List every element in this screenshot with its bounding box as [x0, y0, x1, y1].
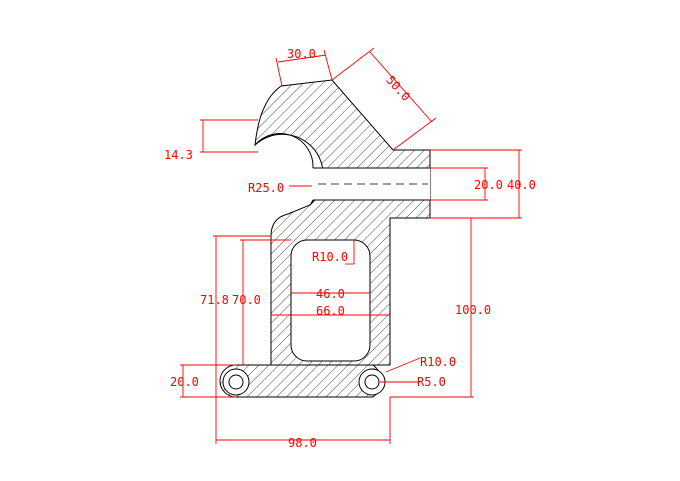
dim-14-3: 14.3 [164, 148, 193, 162]
dim-100: 100.0 [455, 303, 491, 317]
dim-r10-bottom: R10.0 [420, 355, 456, 369]
window-cutout [290, 239, 371, 362]
dimensions: 30.0 50.0 14.3 R25.0 20.0 40.0 R10.0 [164, 47, 536, 450]
part [219, 79, 431, 398]
dim-40: 40.0 [507, 178, 536, 192]
dim-46: 46.0 [316, 287, 345, 301]
dim-r10-top: R10.0 [312, 250, 348, 264]
dim-66: 66.0 [316, 304, 345, 318]
dim-70: 70.0 [232, 293, 261, 307]
dim-r5: R5.0 [417, 375, 446, 389]
dim-50: 50.0 [383, 73, 413, 104]
dim-20-bore: 20.0 [474, 178, 503, 192]
dim-r25: R25.0 [248, 181, 284, 195]
dim-98: 98.0 [288, 436, 317, 450]
dim-20-left: 20.0 [170, 375, 199, 389]
dim-71-8: 71.8 [200, 293, 229, 307]
dim-30: 30.0 [287, 47, 316, 61]
left-bolt-hole-inner [228, 374, 244, 390]
right-bolt-hole-inner [364, 374, 380, 390]
